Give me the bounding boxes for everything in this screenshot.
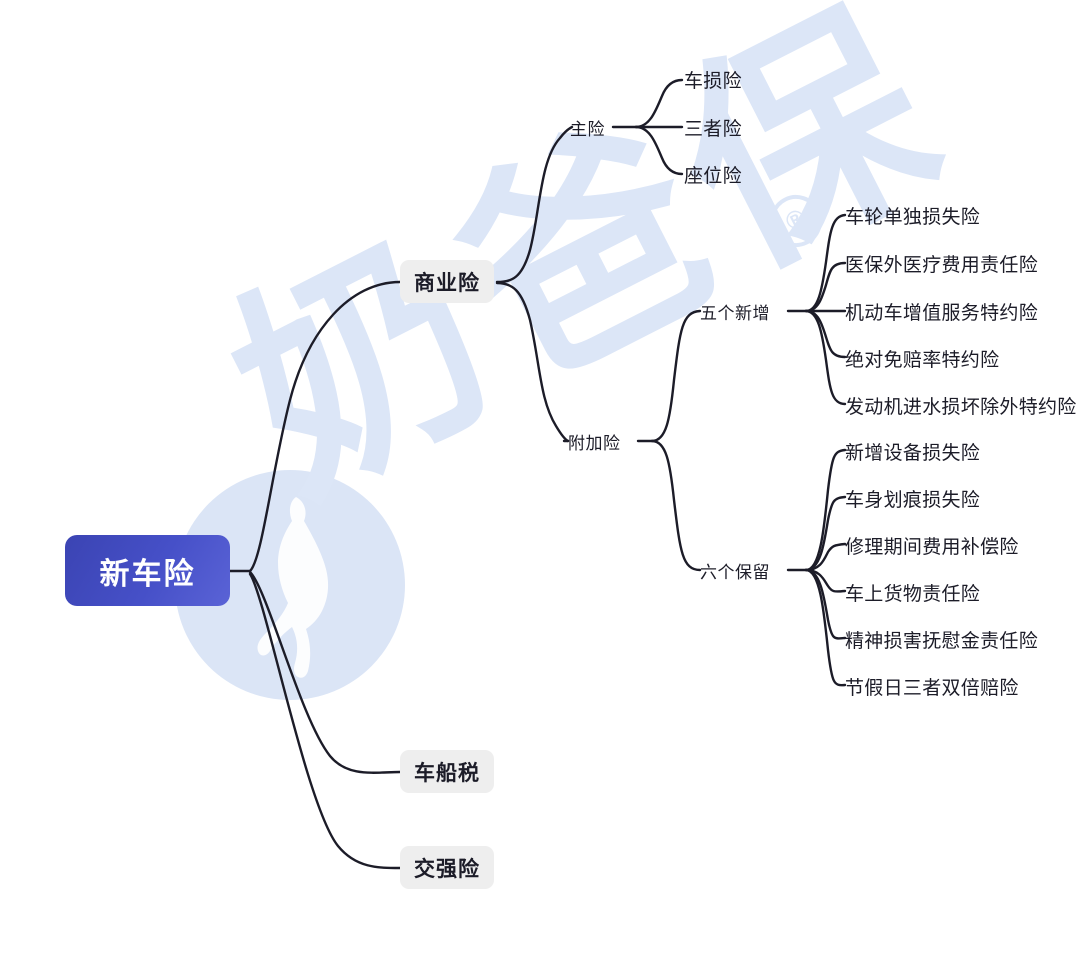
link-five-i3 [804, 309, 847, 359]
leaf-main-0[interactable]: 车损险 [684, 70, 742, 92]
leaf-six-retained-5[interactable]: 节假日三者双倍赔险 [845, 677, 1019, 699]
node-main-insurance[interactable]: 主险 [570, 119, 605, 139]
link-five-i0 [804, 213, 847, 313]
leaf-five-new-4[interactable]: 发动机进水损坏除外特约险 [845, 396, 1077, 418]
link-six-i3 [804, 568, 847, 593]
link-main-zuowei [634, 125, 684, 176]
leaf-six-retained-4[interactable]: 精神损害抚慰金责任险 [845, 630, 1039, 652]
link-five-i4 [804, 309, 847, 406]
leaf-six-retained-3[interactable]: 车上货物责任险 [845, 583, 981, 605]
leaf-five-new-0[interactable]: 车轮单独损失险 [845, 206, 981, 228]
leaf-five-new-2[interactable]: 机动车增值服务特约险 [845, 302, 1039, 324]
link-six-i4 [804, 568, 847, 640]
link-six-i1 [804, 495, 847, 572]
root-node[interactable]: 新车险 [65, 535, 230, 606]
leaf-six-retained-1[interactable]: 车身划痕损失险 [845, 489, 981, 511]
leaf-main-1[interactable]: 三者险 [684, 118, 742, 140]
leaf-five-new-1[interactable]: 医保外医疗费用责任险 [845, 254, 1039, 276]
link-commercial-additional [495, 281, 570, 443]
link-root-vehicletax [248, 570, 402, 774]
link-six-i2 [804, 542, 847, 572]
node-five-new-group[interactable]: 五个新增 [700, 303, 770, 323]
leaf-six-retained-0[interactable]: 新增设备损失险 [845, 442, 981, 464]
link-five-i1 [804, 261, 847, 313]
link-root-commercial [248, 280, 402, 573]
leaf-main-2[interactable]: 座位险 [684, 165, 742, 187]
leaf-six-retained-2[interactable]: 修理期间费用补偿险 [845, 536, 1019, 558]
node-commercial-insurance[interactable]: 商业险 [400, 260, 494, 303]
node-vehicle-vessel-tax[interactable]: 车船税 [400, 750, 494, 793]
node-compulsory-insurance[interactable]: 交强险 [400, 846, 494, 889]
node-six-retained-group[interactable]: 六个保留 [700, 562, 770, 582]
link-six-i5 [804, 568, 847, 687]
link-additional-six [650, 439, 702, 572]
node-additional-insurance[interactable]: 附加险 [568, 433, 621, 453]
link-six-i0 [804, 448, 847, 572]
link-main-cheshun [634, 78, 684, 129]
link-commercial-main [495, 125, 574, 284]
leaf-five-new-3[interactable]: 绝对免赔率特约险 [845, 349, 1000, 371]
link-additional-five [650, 309, 702, 443]
